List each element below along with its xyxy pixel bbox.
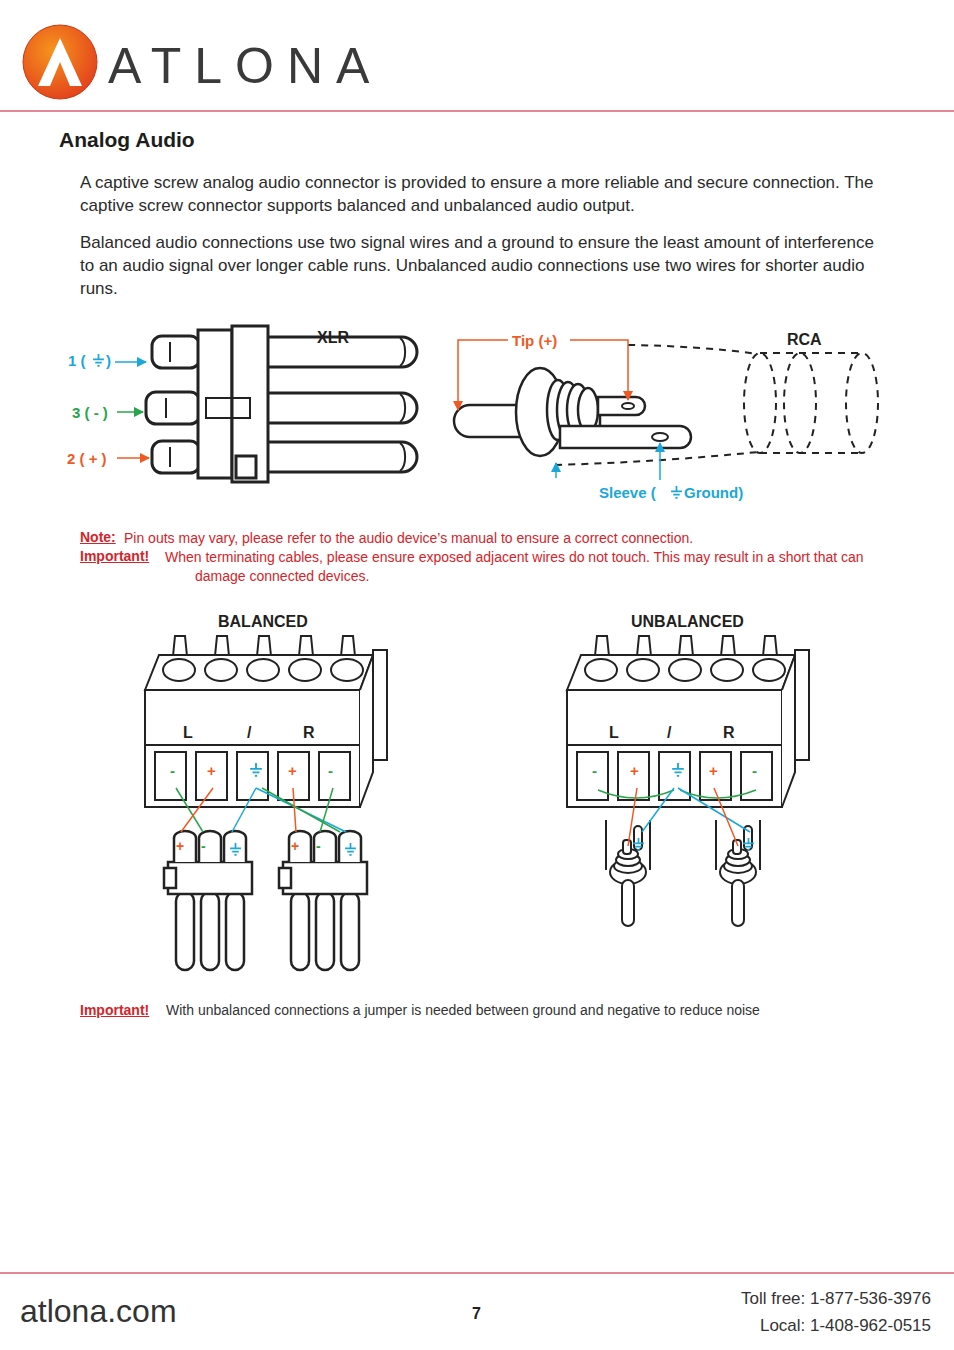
rca-shell-outline bbox=[555, 345, 878, 465]
channel-name: L bbox=[609, 723, 619, 742]
ground-symbol bbox=[230, 843, 241, 855]
logo-mark bbox=[23, 25, 97, 99]
ground-symbol bbox=[250, 763, 262, 776]
connector-name: RCA bbox=[787, 330, 822, 349]
terminal-block bbox=[567, 636, 809, 807]
leader-line bbox=[570, 340, 628, 400]
body-text: Balanced audio connections use two signa… bbox=[80, 231, 880, 300]
ground-symbol bbox=[671, 486, 682, 498]
note-heading: Important! bbox=[80, 548, 149, 565]
terminal-sign: + bbox=[288, 762, 297, 780]
connector-name: XLR bbox=[317, 328, 349, 347]
xlr-plug bbox=[164, 831, 252, 970]
channel-name: L bbox=[183, 723, 193, 742]
leader-line bbox=[458, 340, 508, 410]
pin-sign: - bbox=[201, 838, 206, 855]
terminal-sign: - bbox=[752, 762, 757, 780]
leader-line bbox=[117, 411, 143, 413]
pin-sign: - bbox=[316, 838, 321, 855]
terminal-sign: + bbox=[207, 762, 216, 780]
note-text: With unbalanced connections a jumper is … bbox=[166, 1002, 760, 1019]
logo-text: ATLONA bbox=[108, 36, 382, 96]
wires bbox=[176, 788, 756, 846]
ground-symbol bbox=[93, 354, 104, 366]
page-number: 7 bbox=[472, 1304, 481, 1323]
ground-symbol bbox=[345, 843, 356, 855]
phone-number: Toll free: 1-877-536-3976 bbox=[741, 1289, 931, 1309]
ground-symbol bbox=[633, 838, 644, 850]
pin-name: ) bbox=[106, 352, 111, 370]
terminal-sign: - bbox=[170, 762, 175, 780]
leader-line bbox=[115, 361, 146, 363]
terminal-sign: + bbox=[709, 762, 718, 780]
pin-name: 3 ( - ) bbox=[72, 404, 108, 422]
xlr-plug bbox=[279, 831, 367, 970]
footer-rule bbox=[0, 1273, 954, 1274]
terminal-sign: - bbox=[328, 762, 333, 780]
header-rule bbox=[0, 111, 954, 112]
note-text: When terminating cables, please ensure e… bbox=[195, 548, 885, 586]
pin-sign: + bbox=[176, 838, 184, 855]
diagram-heading: BALANCED bbox=[218, 612, 308, 631]
terminal-sign: - bbox=[592, 762, 597, 780]
website: atlona.com bbox=[20, 1292, 177, 1330]
ground-symbol bbox=[743, 838, 754, 850]
pin-name: 2 ( + ) bbox=[67, 450, 107, 468]
signal-name: Tip (+) bbox=[512, 332, 557, 350]
pin-name: 1 ( bbox=[68, 352, 86, 370]
xlr-connector bbox=[146, 326, 417, 482]
signal-name: Sleeve ( bbox=[599, 484, 656, 502]
terminal-sign: + bbox=[630, 762, 639, 780]
note-text: Pin outs may vary, please refer to the a… bbox=[124, 529, 693, 548]
note-heading: Important! bbox=[80, 1002, 149, 1019]
note-heading: Note: bbox=[80, 529, 116, 546]
channel-name: R bbox=[723, 723, 735, 742]
diagram-heading: UNBALANCED bbox=[631, 612, 744, 631]
channel-name: / bbox=[667, 723, 671, 742]
leader-line bbox=[555, 463, 557, 478]
channel-name: R bbox=[303, 723, 315, 742]
leader-line bbox=[117, 457, 149, 459]
pin-sign: + bbox=[291, 838, 299, 855]
rca-plug bbox=[606, 820, 650, 926]
signal-name: Ground) bbox=[684, 484, 743, 502]
rca-plug bbox=[454, 368, 691, 456]
channel-name: / bbox=[247, 723, 251, 742]
rca-plug bbox=[716, 820, 760, 926]
section-title: Analog Audio bbox=[59, 127, 195, 152]
phone-number: Local: 1-408-962-0515 bbox=[760, 1316, 931, 1336]
leader-line bbox=[659, 443, 661, 480]
terminal-block bbox=[145, 636, 387, 807]
ground-symbol bbox=[672, 763, 684, 776]
body-text: A captive screw analog audio connector i… bbox=[80, 171, 880, 217]
